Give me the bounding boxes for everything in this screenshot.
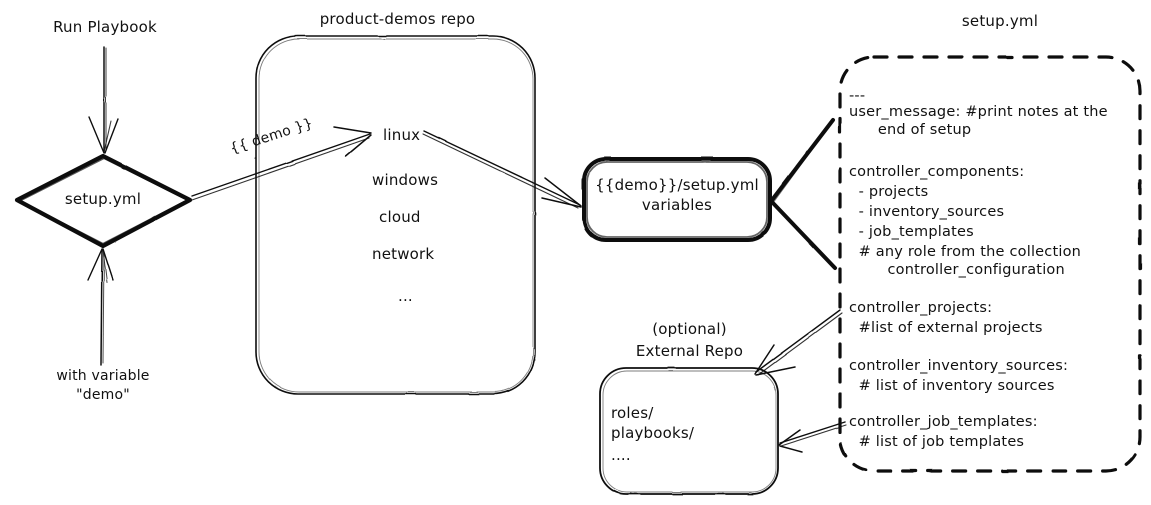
demo-setup-variables-line1: {{demo}}/setup.yml [595, 176, 759, 194]
setup-yml-diamond-label: setup.yml [64, 190, 142, 208]
setup-yml-block-controller-job-templates-line1: controller_job_templates: [849, 414, 1038, 430]
external-repo-title-line1: (optional) [652, 320, 727, 338]
with-variable-label-line1: with variable [56, 368, 150, 384]
repo-item-linux: linux [383, 126, 421, 144]
setup-yml-to-variables-edge-bottom [770, 200, 837, 270]
setup-yml-block-controller-components-line6: controller_configuration [849, 262, 1065, 278]
linux-to-demo-vars-arrow [423, 130, 581, 206]
setup-yml-file-title: setup.yml [961, 12, 1039, 30]
setup-yml-block-controller-components-line4: - job_templates [849, 224, 974, 240]
repo-item-network: network [372, 245, 435, 263]
setup-yml-block-controller-components-line3: - inventory_sources [849, 204, 1005, 220]
repo-item-ellipsis: ... [398, 287, 413, 305]
repo-item-windows: windows [372, 171, 439, 189]
product-demos-repo-title: product-demos repo [319, 10, 476, 28]
external-repo-title-line2: External Repo [635, 342, 744, 360]
setup-yml-block-controller-projects-line2: #list of external projects [849, 320, 1043, 336]
setup-yml-block-controller-components-line2: - projects [849, 184, 929, 200]
setup-yml-to-variables-edge-top [770, 118, 835, 202]
external-repo-item-playbooks: playbooks/ [611, 424, 695, 442]
with-variable-label-line2: "demo" [76, 387, 130, 403]
setup-yml-block-controller-job-templates-line2: # list of job templates [849, 434, 1025, 450]
run-playbook-label: Run Playbook [53, 18, 157, 36]
setup-yml-block-controller-components-line5: # any role from the collection [849, 244, 1082, 260]
setup-yml-block-controller-projects-line1: controller_projects: [849, 300, 993, 316]
setup-yml-block-controller-inventory-sources-line2: # list of inventory sources [849, 378, 1055, 394]
setup-yml-block-controller-components-line1: controller_components: [849, 164, 1025, 180]
demo-setup-variables-line2: variables [641, 196, 713, 214]
external-repo-item-roles: roles/ [611, 404, 654, 422]
setup-yml-block-doc-start: --- [849, 88, 866, 104]
repo-item-cloud: cloud [379, 208, 421, 226]
controller-job-templates-to-external-repo-arrow [779, 421, 846, 444]
with-variable-arrow [100, 249, 103, 366]
setup-yml-block-controller-inventory-sources-line1: controller_inventory_sources: [849, 358, 1069, 374]
setup-yml-block-user-message-line1: user_message: #print notes at the [849, 104, 1108, 120]
demo-variable-arrow [191, 133, 371, 197]
setup-yml-block-user-message-line2: end of setup [849, 122, 972, 138]
external-repo-item-ellipsis: .... [611, 446, 631, 464]
demo-variable-edge-label: {{ demo }} [228, 115, 315, 158]
